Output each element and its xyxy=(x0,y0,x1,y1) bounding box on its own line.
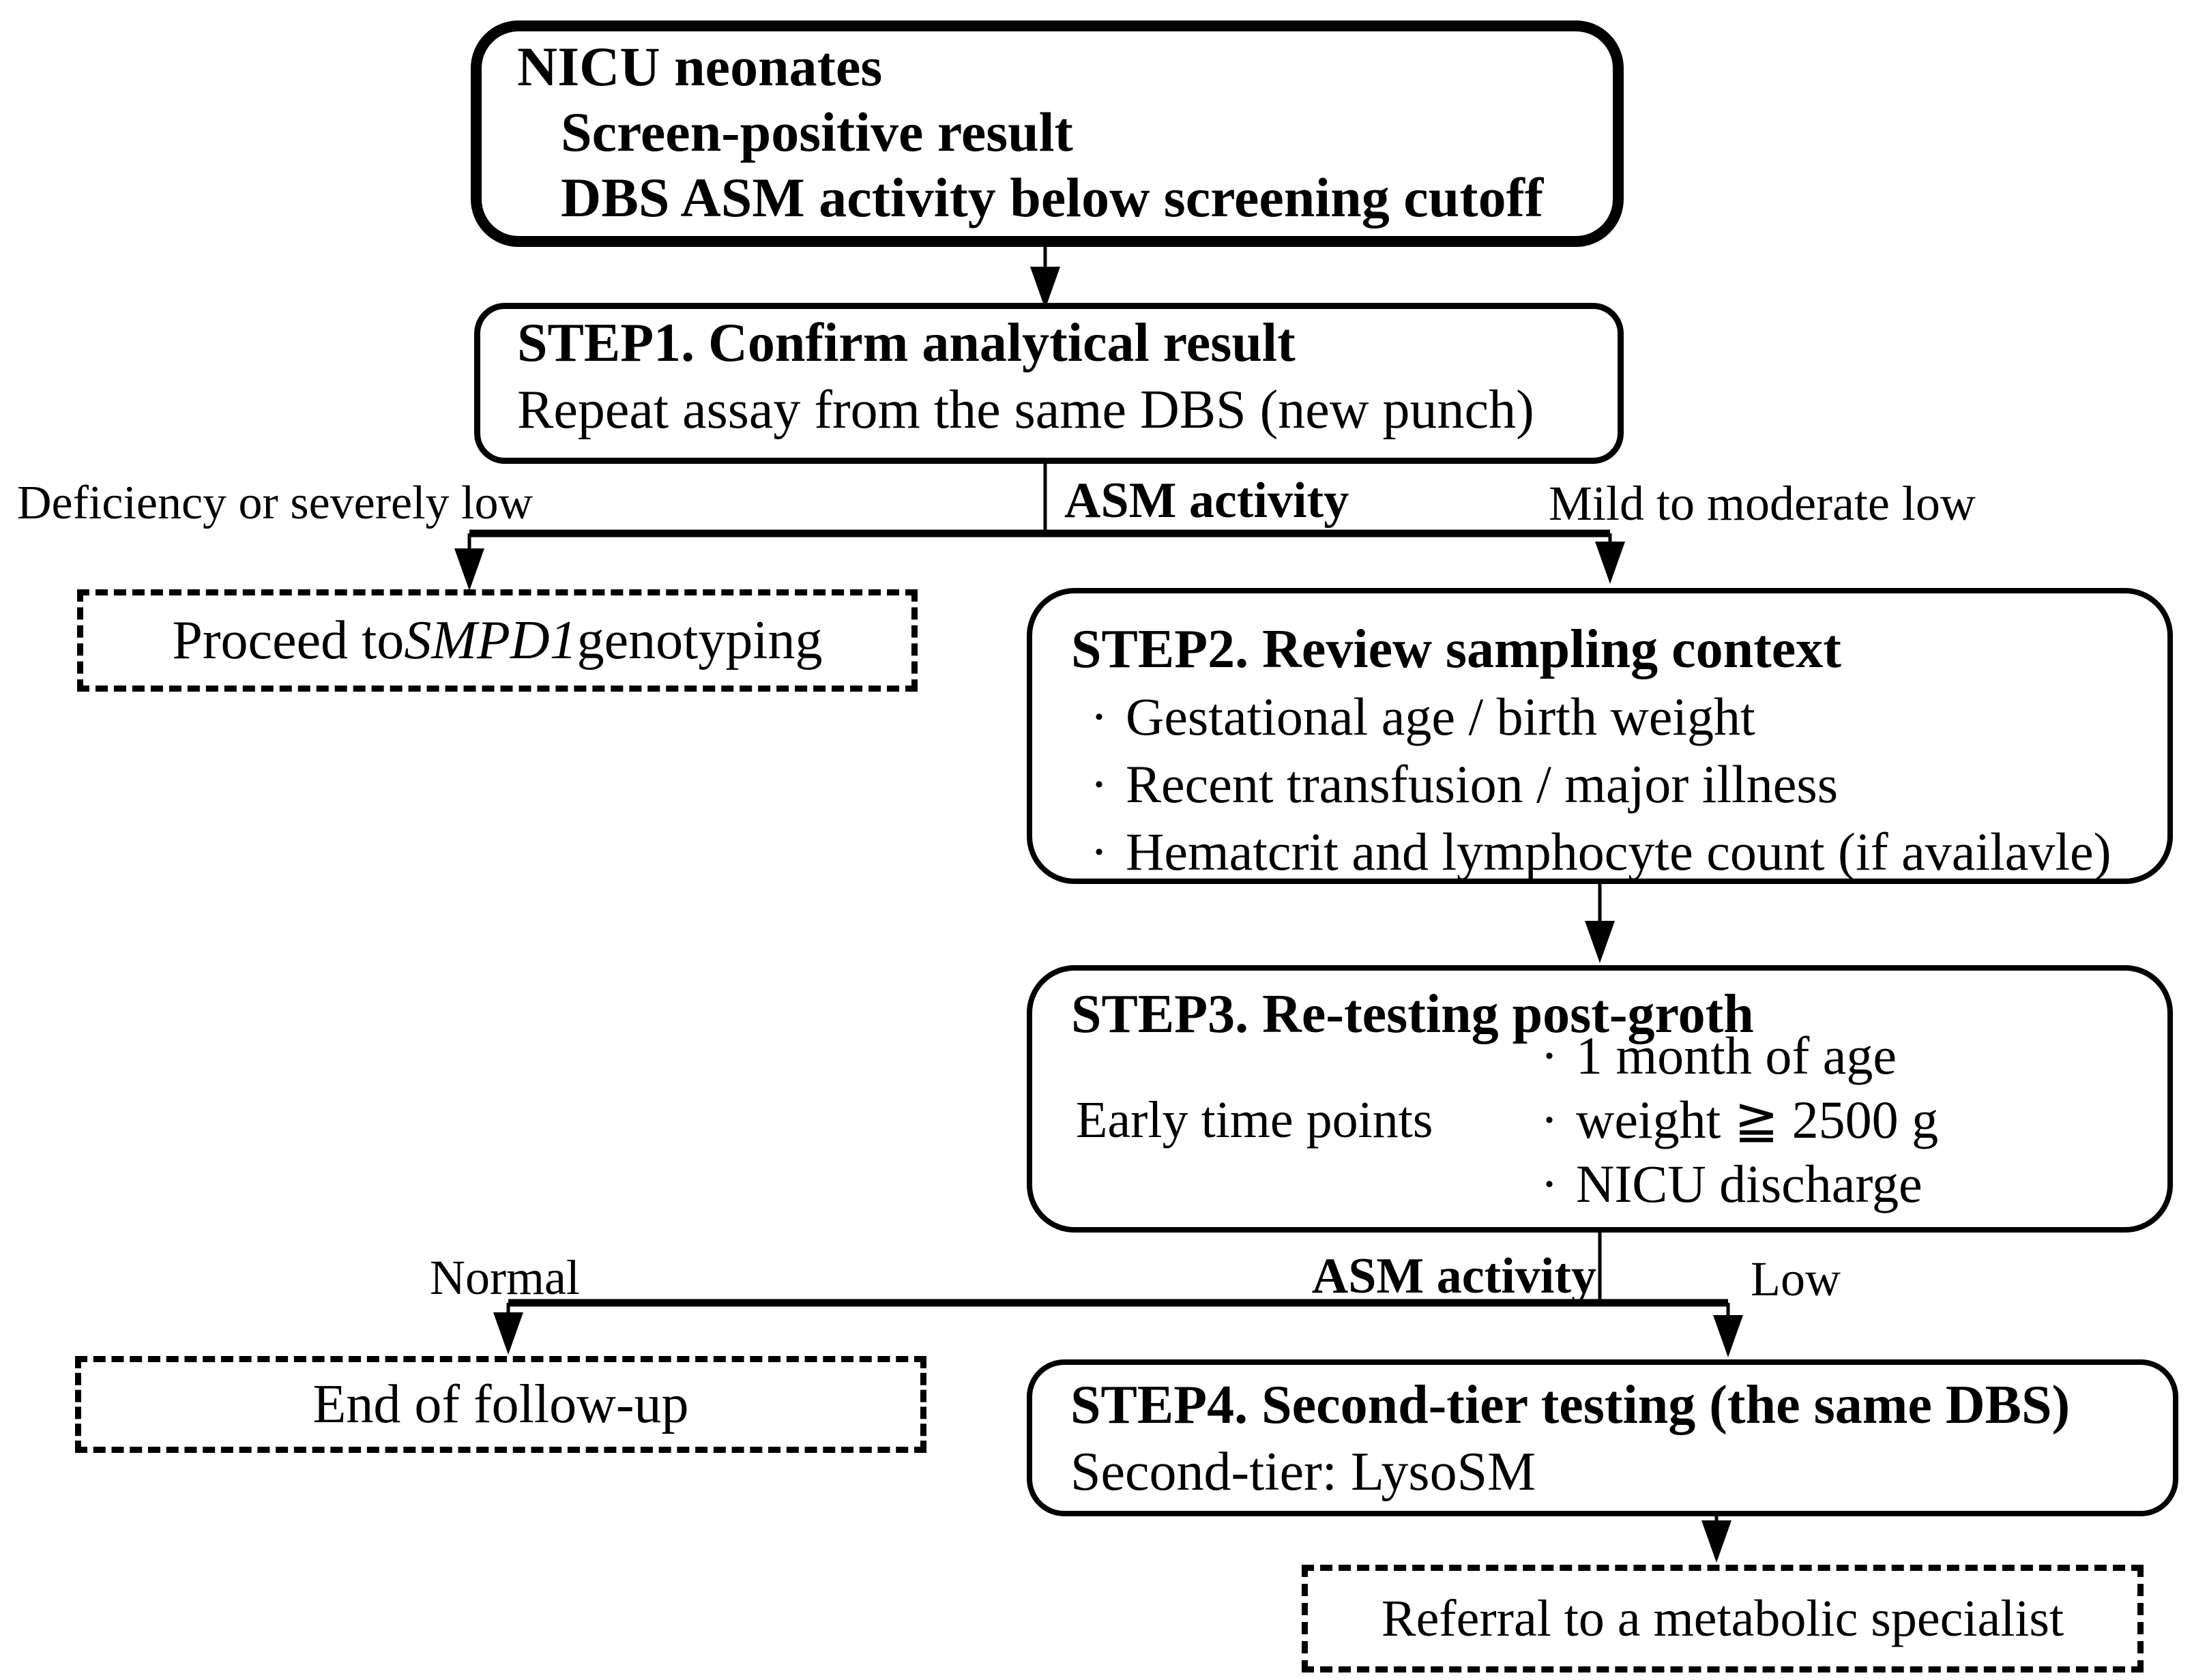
arrowhead-branch2-right xyxy=(1713,1315,1743,1357)
step2-title: STEP2. Review sampling context xyxy=(1071,619,1841,679)
genotyping-text-suffix: genotyping xyxy=(576,610,823,670)
step3-bullet-list: · 1 month of age · weight ≧ 2500 g · NICU d… xyxy=(1540,1024,1938,1216)
step3-bullet-1-text: 1 month of age xyxy=(1575,1026,1897,1085)
bullet-dot-icon: · xyxy=(1090,754,1108,814)
step3-box: STEP3. Re-testing post-groth Early time … xyxy=(1027,965,2173,1233)
step1-title: STEP1. Confirm analytical result xyxy=(517,313,1296,373)
step4-box: STEP4. Second-tier testing (the same DBS… xyxy=(1027,1359,2178,1516)
arrowhead-entry-step1 xyxy=(1030,267,1060,309)
step2-bullet-1: · Gestational age / birth weight xyxy=(1071,683,2167,750)
end-of-follow-up-box: End of follow-up xyxy=(75,1356,926,1453)
step4-title: STEP4. Second-tier testing (the same DBS… xyxy=(1070,1375,2071,1435)
referral-box-text: Referral to a metabolic specialist xyxy=(1381,1589,2064,1647)
step3-bullet-1: · 1 month of age xyxy=(1540,1024,1938,1088)
entry-condition-box: NICU neonates Screen-positive result DBS… xyxy=(471,20,1624,247)
branch2-center-label: ASM activity xyxy=(1311,1248,1596,1304)
step1-body: Repeat assay from the same DBS (new punc… xyxy=(517,380,1534,440)
bullet-dot-icon: · xyxy=(1540,1026,1558,1085)
branch1-right-label: Mild to moderate low xyxy=(1549,476,1976,531)
step4-body: Second-tier: LysoSM xyxy=(1070,1442,1536,1502)
step2-bullet-2-text: Recent transfusion / major illness xyxy=(1125,754,1839,814)
branch1-left-label: Deficiency or severely low xyxy=(17,477,534,529)
entry-line-2: Screen-positive result xyxy=(561,101,1073,163)
step2-bullet-3-text: Hematcrit and lymphocyte count (if avail… xyxy=(1125,822,2111,881)
bullet-dot-icon: · xyxy=(1090,822,1108,881)
branch2-right-label: Low xyxy=(1751,1252,1841,1306)
bullet-dot-icon: · xyxy=(1540,1154,1558,1213)
branch1-center-label: ASM activity xyxy=(1064,473,1349,529)
step3-bullet-2: · weight ≧ 2500 g xyxy=(1540,1088,1938,1152)
step3-bullet-3-text: NICU discharge xyxy=(1575,1154,1923,1213)
branch2-left-label: Normal xyxy=(430,1250,580,1305)
genotyping-text-prefix: Proceed to xyxy=(172,610,405,670)
referral-outcome-box: Referral to a metabolic specialist xyxy=(1302,1565,2144,1672)
entry-line-1: NICU neonates xyxy=(517,35,883,98)
bullet-dot-icon: · xyxy=(1090,687,1108,746)
step1-box: STEP1. Confirm analytical result Repeat … xyxy=(474,303,1624,464)
step2-box: STEP2. Review sampling context · Gestatio… xyxy=(1027,588,2173,884)
step3-bullet-3: · NICU discharge xyxy=(1540,1152,1938,1216)
entry-line-3: DBS ASM activity below screening cutoff xyxy=(561,166,1544,229)
arrowhead-branch2-left xyxy=(493,1312,523,1355)
bullet-dot-icon: · xyxy=(1540,1090,1558,1149)
step3-title: STEP3. Re-testing post-groth xyxy=(1071,984,1754,1044)
genotyping-outcome-box: Proceed to SMPD1 genotyping xyxy=(77,589,918,692)
step2-bullet-1-text: Gestational age / birth weight xyxy=(1125,687,1755,746)
step2-bullet-2: · Recent transfusion / major illness xyxy=(1071,750,2167,818)
step3-bullet-2-text: weight ≧ 2500 g xyxy=(1575,1090,1939,1149)
gene-name: SMPD1 xyxy=(404,610,577,670)
arrowhead-branch1-right xyxy=(1595,542,1625,584)
step3-early-time-points-label: Early time points xyxy=(1076,1091,1433,1149)
arrowhead-step4-referral xyxy=(1701,1520,1731,1563)
end-box-text: End of follow-up xyxy=(312,1374,689,1434)
step2-bullet-3: · Hematcrit and lymphocyte count (if avai… xyxy=(1071,818,2167,885)
arrowhead-branch1-left xyxy=(454,548,484,591)
arrowhead-step2-step3 xyxy=(1585,921,1615,963)
